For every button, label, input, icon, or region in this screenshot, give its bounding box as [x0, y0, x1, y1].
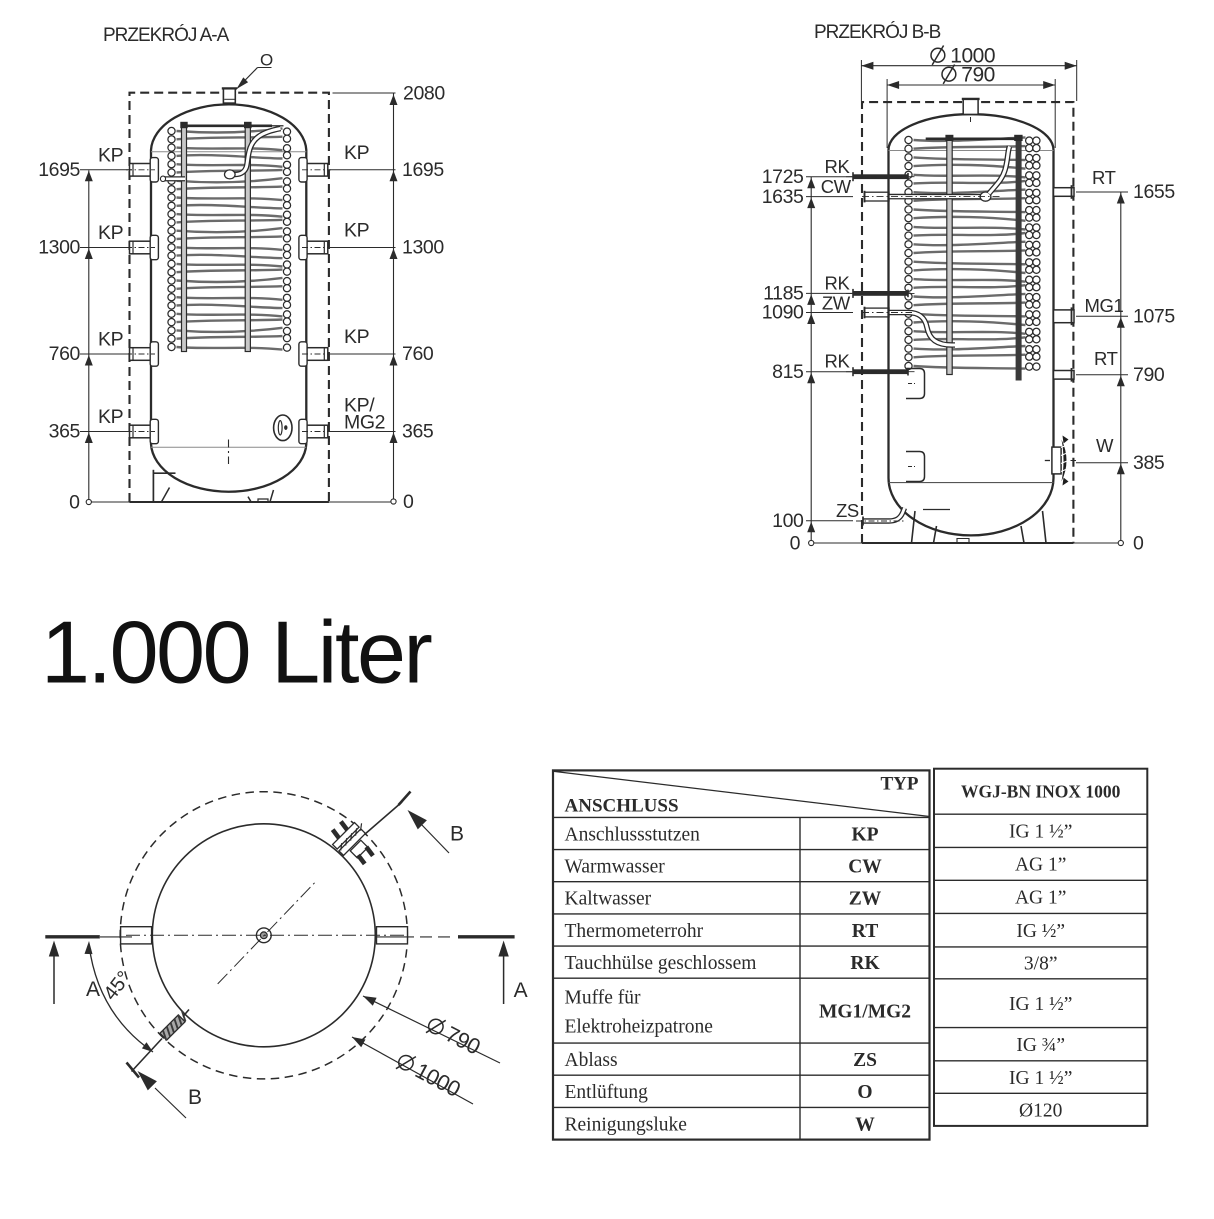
- svg-text:B: B: [188, 1086, 202, 1109]
- svg-text:RK: RK: [825, 156, 851, 177]
- svg-text:1300: 1300: [402, 237, 444, 259]
- svg-text:KP: KP: [98, 329, 123, 351]
- svg-text:ZW: ZW: [822, 293, 851, 314]
- svg-text:1725: 1725: [762, 166, 804, 188]
- svg-text:A: A: [86, 978, 100, 1001]
- svg-text:1185: 1185: [763, 283, 804, 305]
- svg-text:A: A: [514, 979, 528, 1002]
- svg-text:RT: RT: [852, 921, 878, 942]
- svg-text:0: 0: [403, 491, 414, 513]
- svg-text:MG2: MG2: [344, 412, 385, 434]
- svg-text:RK: RK: [850, 953, 880, 974]
- svg-text:KP: KP: [98, 222, 123, 244]
- svg-text:Ø120: Ø120: [1019, 1100, 1062, 1121]
- svg-text:1300: 1300: [38, 237, 80, 259]
- svg-text:760: 760: [49, 343, 81, 365]
- svg-text:385: 385: [1133, 452, 1165, 474]
- svg-text:Warmwasser: Warmwasser: [565, 857, 666, 878]
- svg-text:B: B: [450, 823, 464, 846]
- svg-text:Muffe für: Muffe für: [565, 988, 641, 1009]
- svg-text:O: O: [857, 1082, 872, 1103]
- svg-text:RT: RT: [1092, 167, 1116, 188]
- svg-text:815: 815: [772, 361, 804, 383]
- svg-text:IG 1 ½”: IG 1 ½”: [1009, 994, 1072, 1015]
- svg-text:1090: 1090: [762, 302, 804, 324]
- svg-text:AG 1”: AG 1”: [1015, 888, 1066, 909]
- svg-text:Kaltwasser: Kaltwasser: [565, 889, 652, 910]
- svg-text:Elektroheizpatrone: Elektroheizpatrone: [565, 1017, 713, 1038]
- svg-text:MG1/MG2: MG1/MG2: [819, 1001, 911, 1022]
- svg-text:KP: KP: [98, 144, 123, 166]
- svg-text:1655: 1655: [1133, 181, 1175, 203]
- svg-text:2080: 2080: [403, 83, 445, 105]
- svg-text:KP: KP: [344, 142, 369, 164]
- svg-text:ZW: ZW: [849, 889, 882, 910]
- svg-text:IG 1 ½”: IG 1 ½”: [1009, 1068, 1072, 1089]
- svg-text:W: W: [1096, 435, 1114, 456]
- svg-text:IG 1 ½”: IG 1 ½”: [1009, 822, 1072, 843]
- svg-text:IG ¾”: IG ¾”: [1016, 1035, 1065, 1056]
- svg-text:KP: KP: [344, 220, 369, 242]
- svg-text:0: 0: [790, 533, 801, 555]
- svg-text:PRZEKRÓJ B-B: PRZEKRÓJ B-B: [814, 21, 941, 43]
- svg-text:1695: 1695: [402, 159, 444, 181]
- svg-text:1000: 1000: [950, 45, 995, 68]
- svg-text:PRZEKRÓJ A-A: PRZEKRÓJ A-A: [103, 24, 230, 46]
- svg-text:KP/: KP/: [344, 395, 375, 417]
- svg-text:ZS: ZS: [836, 500, 859, 521]
- svg-text:Entlüftung: Entlüftung: [565, 1082, 649, 1103]
- svg-text:Thermometerrohr: Thermometerrohr: [565, 921, 704, 942]
- svg-text:Tauchhülse geschlossem: Tauchhülse geschlossem: [565, 953, 757, 974]
- svg-text:RK: RK: [825, 272, 851, 293]
- svg-text:RK: RK: [825, 351, 851, 372]
- svg-text:KP: KP: [98, 406, 123, 428]
- svg-text:ZS: ZS: [853, 1050, 877, 1071]
- svg-text:1695: 1695: [38, 159, 80, 181]
- svg-text:AG 1”: AG 1”: [1015, 855, 1066, 876]
- svg-text:KP: KP: [344, 326, 369, 348]
- svg-text:W: W: [855, 1114, 875, 1135]
- svg-text:CW: CW: [821, 176, 852, 197]
- svg-text:0: 0: [1133, 533, 1144, 555]
- svg-text:365: 365: [402, 421, 434, 443]
- svg-text:790: 790: [961, 64, 995, 87]
- svg-text:IG ½”: IG ½”: [1016, 921, 1065, 942]
- svg-text:O: O: [260, 51, 273, 70]
- svg-text:1635: 1635: [762, 186, 804, 208]
- svg-text:WGJ-BN INOX 1000: WGJ-BN INOX 1000: [961, 782, 1121, 802]
- svg-text:Anschlussstutzen: Anschlussstutzen: [565, 824, 701, 845]
- svg-text:790: 790: [1133, 364, 1165, 386]
- svg-text:CW: CW: [848, 857, 882, 878]
- svg-text:365: 365: [49, 421, 81, 443]
- svg-text:100: 100: [772, 510, 804, 532]
- svg-text:Reinigungsluke: Reinigungsluke: [565, 1114, 687, 1135]
- svg-text:RT: RT: [1094, 348, 1118, 369]
- svg-text:3/8”: 3/8”: [1024, 954, 1058, 975]
- svg-text:TYP: TYP: [881, 774, 919, 795]
- svg-text:ANSCHLUSS: ANSCHLUSS: [565, 796, 679, 817]
- svg-text:Ablass: Ablass: [565, 1050, 618, 1071]
- svg-text:0: 0: [69, 492, 80, 514]
- svg-text:MG1: MG1: [1085, 295, 1124, 316]
- svg-text:760: 760: [402, 343, 434, 365]
- svg-text:1.000 Liter: 1.000 Liter: [41, 603, 432, 702]
- svg-text:1075: 1075: [1133, 306, 1175, 328]
- svg-text:KP: KP: [851, 824, 878, 845]
